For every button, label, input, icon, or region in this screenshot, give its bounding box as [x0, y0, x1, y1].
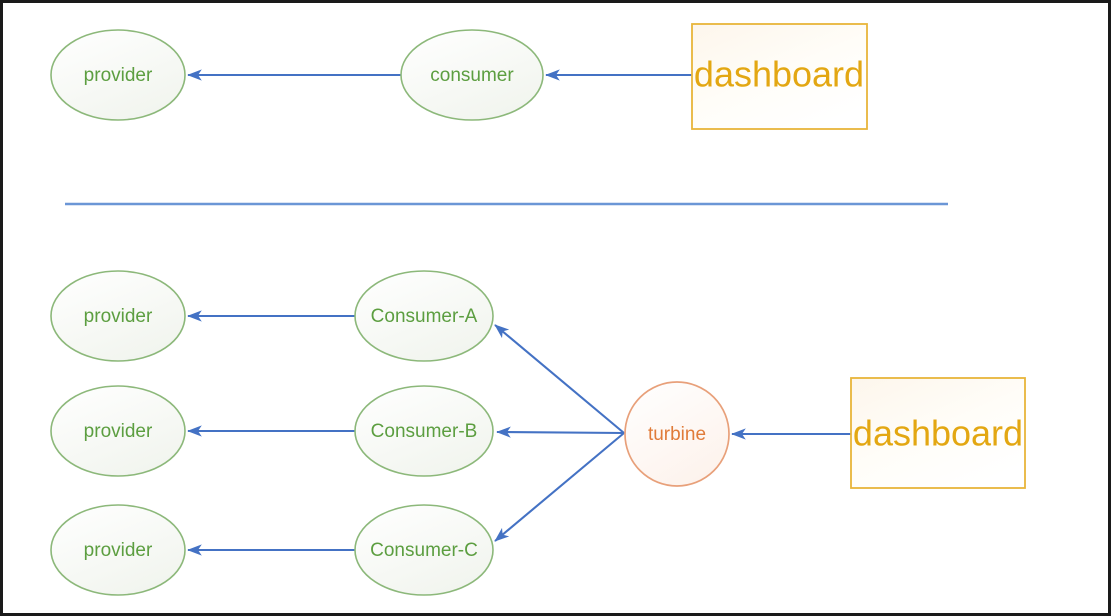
arrow-line [496, 426, 625, 438]
node-label: Consumer-C [370, 540, 478, 561]
node-label: dashboard [694, 54, 864, 95]
node-bottom-dashboard[interactable]: dashboard [850, 377, 1026, 489]
ellipse-shape [50, 504, 186, 596]
ellipse-shape [50, 385, 186, 477]
node-provider-a[interactable]: provider [50, 270, 186, 362]
diagram-canvas: provider consumer dashboard [50, 23, 1026, 596]
ellipse-shape [50, 270, 186, 362]
node-provider-b[interactable]: provider [50, 385, 186, 477]
circle-shape [624, 381, 730, 487]
node-label: provider [84, 65, 153, 86]
arrow-line [494, 432, 625, 542]
node-top-provider[interactable]: provider [50, 29, 186, 121]
node-label: provider [84, 540, 153, 561]
node-consumer-a[interactable]: Consumer-A [354, 270, 494, 362]
ellipse-shape [354, 270, 494, 362]
ellipse-shape [354, 385, 494, 477]
node-label: provider [84, 421, 153, 442]
section-simple-flow: provider consumer dashboard [50, 23, 868, 130]
ellipse-shape [400, 29, 544, 121]
node-top-dashboard[interactable]: dashboard [691, 23, 868, 130]
edge-turbine-to-consumer-b [496, 426, 625, 438]
ellipse-shape [354, 504, 494, 596]
arrow-line [494, 324, 625, 434]
edge-turbine-to-consumer-a [494, 324, 625, 434]
node-label: provider [84, 306, 153, 327]
node-label: dashboard [853, 413, 1023, 454]
node-label: Consumer-A [371, 306, 478, 327]
node-top-consumer[interactable]: consumer [400, 29, 544, 121]
rect-shape [850, 377, 1026, 489]
node-label: Consumer-B [371, 421, 478, 442]
node-turbine[interactable]: turbine [624, 381, 730, 487]
edge-turbine-to-consumer-c [494, 432, 625, 542]
node-label: consumer [430, 65, 514, 86]
node-label: turbine [648, 424, 706, 445]
rect-shape [691, 23, 868, 130]
ellipse-shape [50, 29, 186, 121]
node-consumer-c[interactable]: Consumer-C [354, 504, 494, 596]
node-provider-c[interactable]: provider [50, 504, 186, 596]
section-turbine-fanout-flow: provider provider provider Consumer-A Co… [50, 270, 1026, 596]
node-consumer-b[interactable]: Consumer-B [354, 385, 494, 477]
